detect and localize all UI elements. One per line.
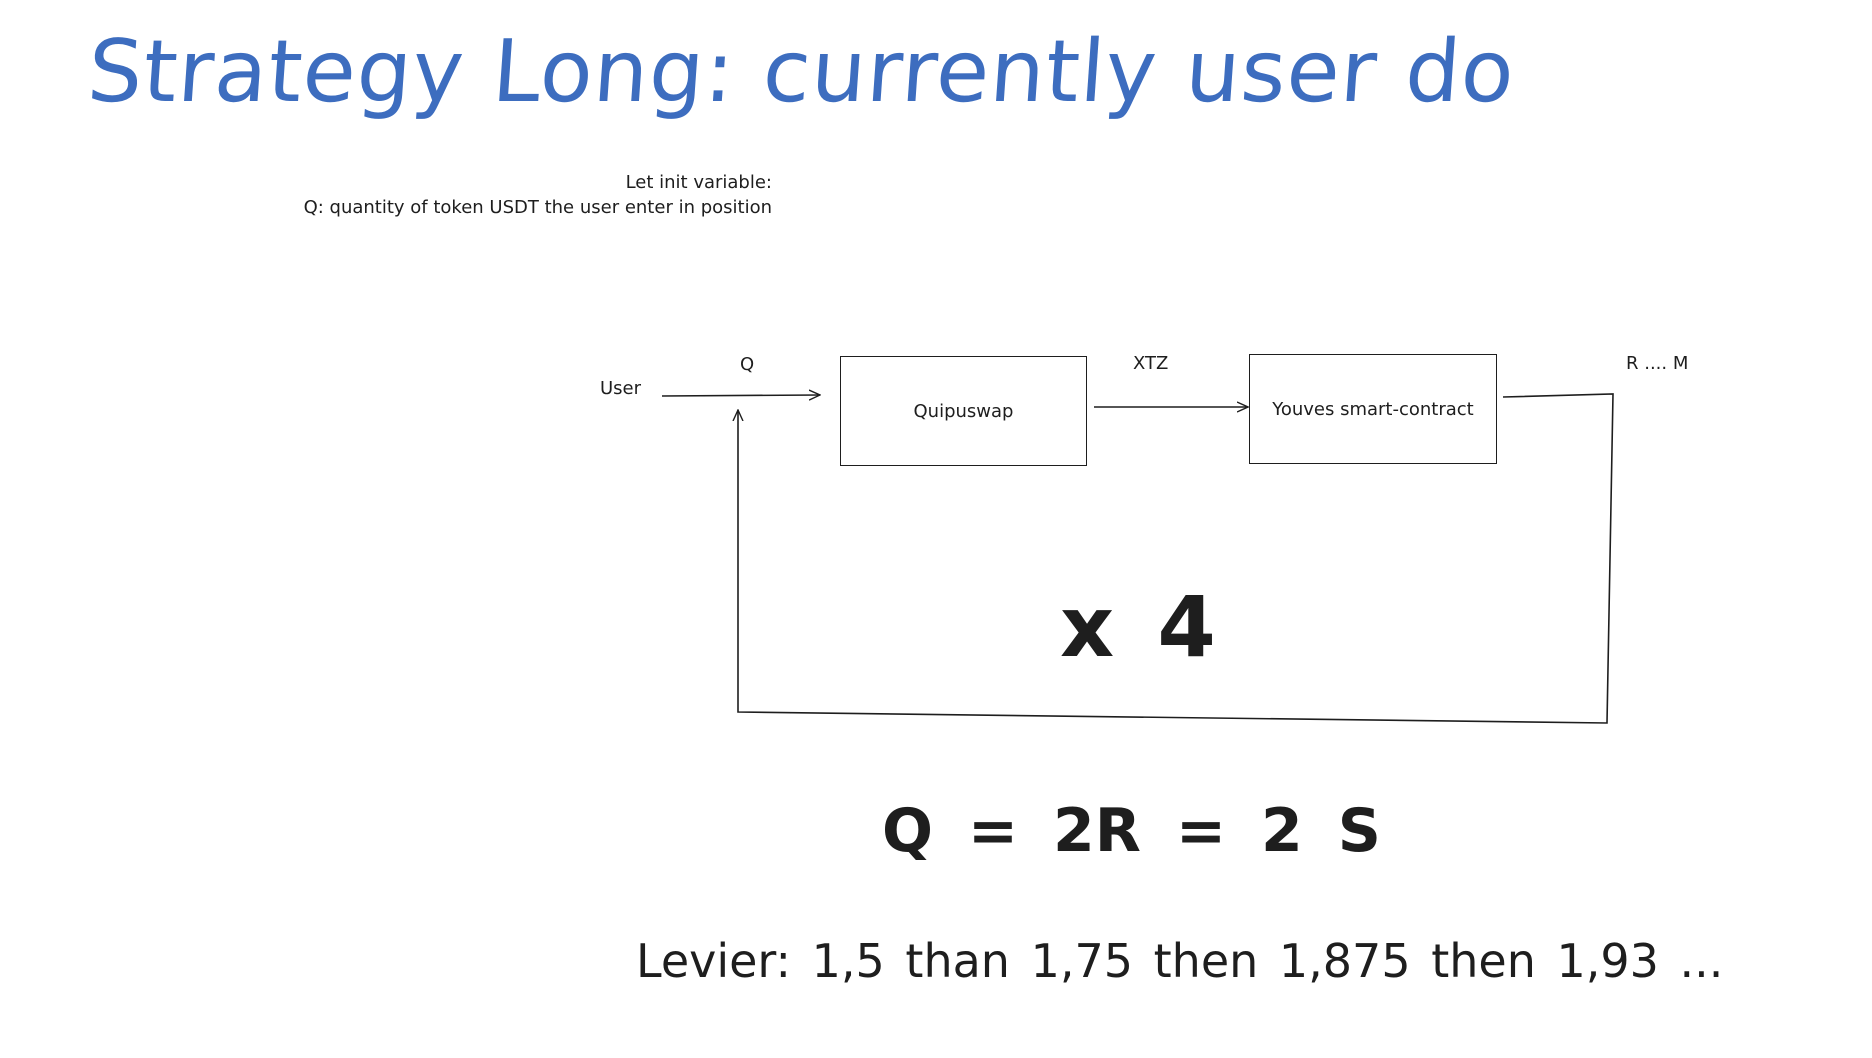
quipuswap-box: Quipuswap bbox=[840, 356, 1087, 466]
r-m-label: R .... M bbox=[1626, 353, 1689, 374]
note-line-2: Q: quantity of token USDT the user enter… bbox=[303, 197, 772, 218]
init-variable-note: Let init variable: Q: quantity of token … bbox=[304, 170, 772, 220]
arrow-user-to-quipuswap bbox=[661, 395, 820, 396]
quipuswap-box-label: Quipuswap bbox=[913, 400, 1014, 422]
user-label: User bbox=[600, 378, 642, 399]
equation: Q = 2R = 2 S bbox=[882, 796, 1381, 866]
note-line-1: Let init variable: bbox=[625, 172, 772, 193]
youves-smart-contract-box: Youves smart-contract bbox=[1249, 354, 1497, 464]
feedback-loop-line bbox=[738, 393, 1614, 724]
levier-sequence: Levier: 1,5 than 1,75 then 1,875 then 1,… bbox=[636, 934, 1724, 988]
loop-multiplier: x 4 bbox=[1060, 578, 1216, 676]
xtz-label: XTZ bbox=[1133, 353, 1169, 374]
page-title: Strategy Long: currently user do bbox=[84, 22, 1519, 122]
q-label: Q bbox=[740, 354, 755, 375]
youves-box-label: Youves smart-contract bbox=[1272, 398, 1474, 420]
